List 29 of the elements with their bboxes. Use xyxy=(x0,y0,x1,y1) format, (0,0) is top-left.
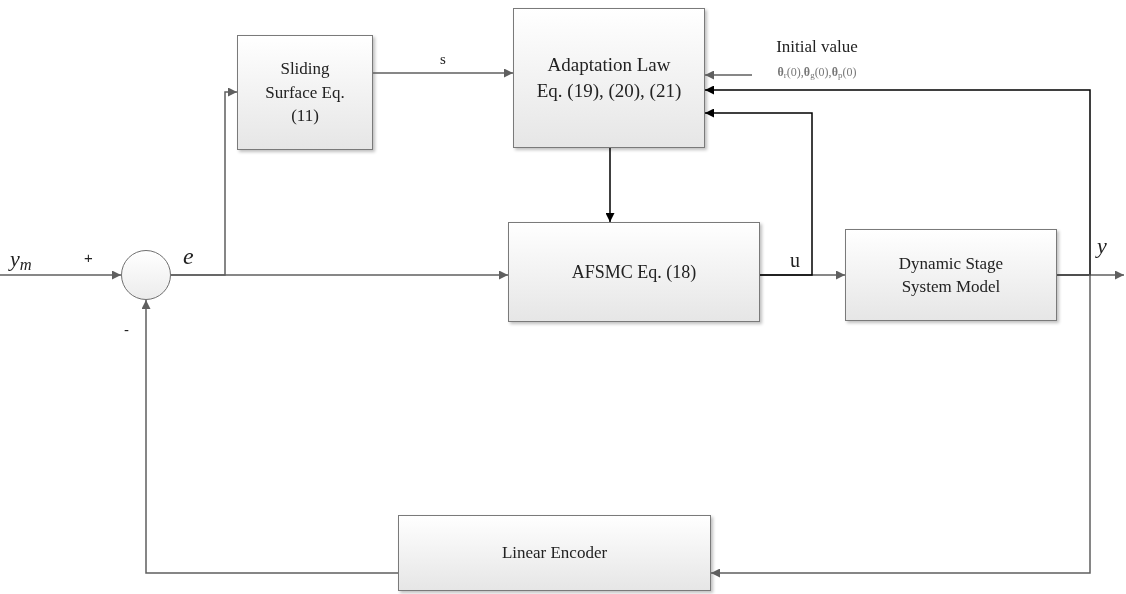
process-block xyxy=(237,35,373,150)
signal-label: y$_{m}$ xyxy=(10,248,32,270)
annotation-text: Initial value xyxy=(776,35,858,58)
arrow xyxy=(704,70,753,80)
sign-label: + xyxy=(84,250,93,265)
signal-label: y xyxy=(1097,235,1107,257)
parameter-text: θ$_{r}$(0),θ$_{g}$(0),θ$_{p}$(0) xyxy=(777,65,857,81)
process-block xyxy=(398,515,711,591)
arrow xyxy=(704,108,813,276)
signal-label: u xyxy=(790,250,800,270)
block-label: Linear Encoder xyxy=(500,542,609,565)
arrow xyxy=(372,68,514,78)
block-label: Adaptation Law Eq. (19), (20), (21) xyxy=(535,52,683,103)
process-block xyxy=(508,222,760,322)
arrow xyxy=(704,85,1091,276)
arrow xyxy=(710,274,1091,578)
arrow xyxy=(0,270,122,280)
arrow xyxy=(170,87,238,276)
sign-label: - xyxy=(124,322,129,337)
signal-label: s xyxy=(440,52,446,67)
signal-label: e xyxy=(183,244,194,268)
process-block xyxy=(513,8,705,148)
arrow xyxy=(605,147,615,223)
arrow xyxy=(141,299,399,574)
summing-junction xyxy=(121,250,171,300)
block-label: AFSMC Eq. (18) xyxy=(570,260,698,284)
block-label: Dynamic Stage System Model xyxy=(897,252,1005,298)
block-label: Sliding Surface Eq. (11) xyxy=(265,58,345,128)
process-block xyxy=(845,229,1057,321)
